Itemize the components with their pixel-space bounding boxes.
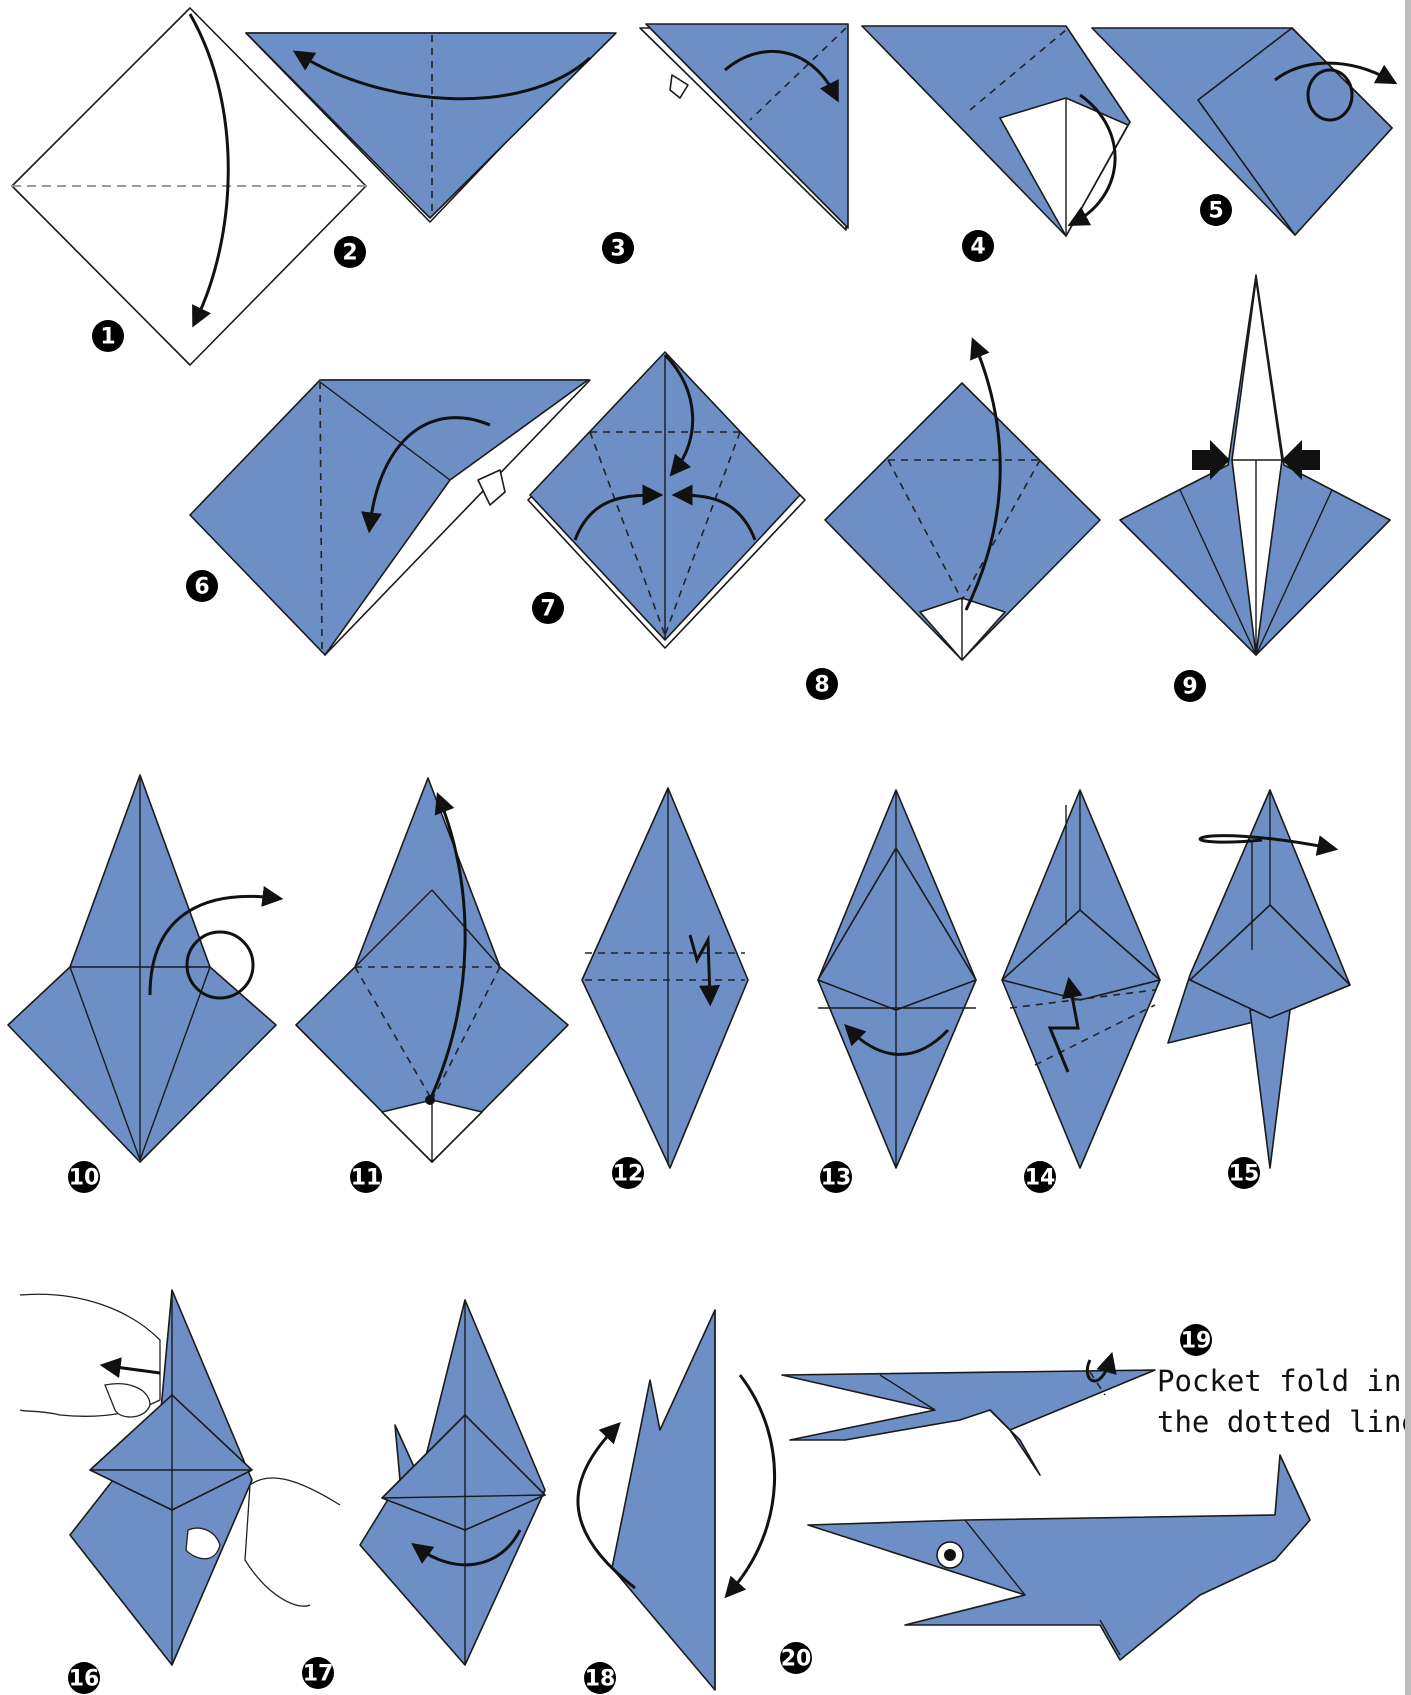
step-4-figure bbox=[862, 26, 1130, 236]
step-11-figure bbox=[296, 778, 568, 1162]
note-line-2: the dotted line bbox=[1157, 1405, 1411, 1439]
step-number-text: 9 bbox=[1182, 675, 1197, 700]
step-number-2: 2 bbox=[334, 236, 366, 268]
step-number-7: 7 bbox=[532, 592, 564, 624]
step-number-17: 17 bbox=[302, 1657, 334, 1689]
step-number-9: 9 bbox=[1174, 670, 1206, 702]
step-number-text: 2 bbox=[342, 241, 357, 266]
step-16-figure bbox=[20, 1290, 340, 1665]
step-8-figure bbox=[825, 345, 1100, 660]
step-18-figure bbox=[578, 1310, 775, 1690]
step-20-figure bbox=[808, 1455, 1310, 1660]
step-number-1: 1 bbox=[92, 320, 124, 352]
step-10-figure bbox=[8, 775, 276, 1162]
step-17-figure bbox=[360, 1300, 545, 1665]
step-3-figure bbox=[640, 24, 848, 230]
step-number-text: 11 bbox=[351, 1166, 382, 1191]
step-number-12: 12 bbox=[612, 1157, 644, 1189]
step-number-8: 8 bbox=[806, 668, 838, 700]
step-number-text: 17 bbox=[303, 1662, 334, 1687]
step-number-text: 19 bbox=[1181, 1329, 1212, 1354]
step-number-text: 1 bbox=[100, 325, 115, 350]
step-number-text: 10 bbox=[69, 1166, 100, 1191]
note-line-1: Pocket fold in bbox=[1157, 1364, 1401, 1398]
step-number-19: 19 bbox=[1180, 1324, 1212, 1356]
step-14-figure bbox=[1002, 790, 1160, 1168]
step-number-5: 5 bbox=[1200, 194, 1232, 226]
step-number-15: 15 bbox=[1228, 1157, 1260, 1189]
step-number-4: 4 bbox=[962, 230, 994, 262]
step-number-text: 16 bbox=[69, 1667, 100, 1692]
step-13-figure bbox=[818, 790, 976, 1168]
step-number-text: 20 bbox=[781, 1647, 812, 1672]
step-number-16: 16 bbox=[68, 1662, 100, 1694]
step-number-13: 13 bbox=[820, 1161, 852, 1193]
right-edge-bar bbox=[1405, 0, 1411, 1695]
step-number-text: 8 bbox=[814, 673, 829, 698]
step-number-6: 6 bbox=[186, 570, 218, 602]
step-number-text: 3 bbox=[610, 237, 625, 262]
step-number-text: 14 bbox=[1025, 1166, 1056, 1191]
step-number-text: 7 bbox=[540, 597, 555, 622]
step-9-figure bbox=[1120, 275, 1390, 655]
step-number-text: 5 bbox=[1208, 199, 1223, 224]
step-number-text: 4 bbox=[970, 235, 985, 260]
step-number-text: 13 bbox=[821, 1166, 852, 1191]
step-15-figure bbox=[1168, 790, 1350, 1168]
step-number-10: 10 bbox=[68, 1161, 100, 1193]
step-12-figure bbox=[582, 788, 748, 1168]
step-number-11: 11 bbox=[350, 1161, 382, 1193]
step-19-figure bbox=[782, 1360, 1155, 1475]
step-number-14: 14 bbox=[1024, 1161, 1056, 1193]
step-5-figure bbox=[1092, 28, 1392, 235]
step-number-18: 18 bbox=[584, 1662, 616, 1694]
step-number-text: 18 bbox=[585, 1667, 616, 1692]
step-number-3: 3 bbox=[602, 232, 634, 264]
step-number-text: 6 bbox=[194, 575, 209, 600]
step-number-text: 15 bbox=[1229, 1162, 1260, 1187]
step-6-figure bbox=[190, 380, 590, 655]
step-number-20: 20 bbox=[780, 1642, 812, 1674]
step-number-text: 12 bbox=[613, 1162, 644, 1187]
